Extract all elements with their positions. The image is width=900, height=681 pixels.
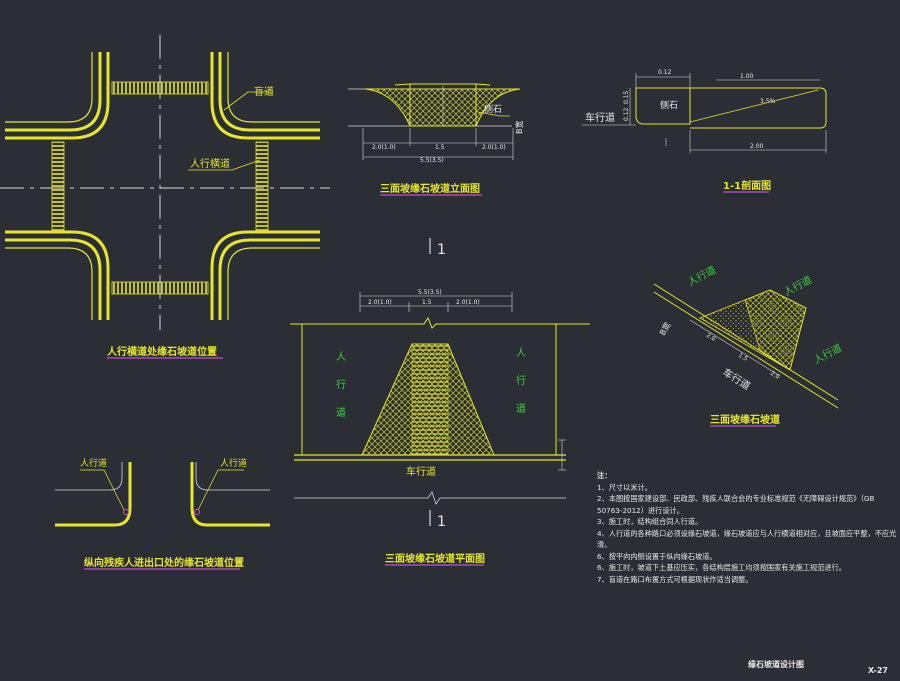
plan-carriageway-label: 车行道 [406, 465, 436, 478]
plan-sidewalk-right-1: 人 [516, 347, 526, 359]
note-6: 6、施工时，坡道下土基应压实，各结构层施工均须按国家有关施工规范进行。 [597, 563, 846, 572]
plan-title-crossing: 人行横道处缘石坡道位置 [107, 345, 217, 358]
entrance-ramp-detail: 人行道 人行道 纵向残疾人进出口处的缘石坡道位置 [55, 457, 270, 570]
plan-sidewalk-left-2: 行 [336, 378, 346, 391]
iso-dim-c: 2.0 [769, 370, 781, 381]
section-1-1: 0.12 1.00 3.5% 侧石 车行道 0.12 0.15 2.00 1-1… [582, 69, 827, 193]
plan-ramp-title: 三面坡缘石坡道平面图 [385, 552, 485, 565]
elev-dim-mid: 1.5 [435, 144, 445, 151]
plan-sidewalk-left-3: 道 [336, 406, 346, 419]
curb-label: 侧石 [484, 103, 502, 115]
note-2: 2、本图按国家建设部、民政部、残疾人联合会的专业标准规范《无障碍设计规范》（GB… [597, 494, 875, 515]
elev-dim-total: 5.5(3.5) [420, 157, 444, 164]
iso-dim-a: 2.0 [705, 332, 717, 343]
entrance-title: 纵向残疾人进出口处的缘石坡道位置 [84, 556, 244, 569]
entrance-sidewalk-left: 人行道 [80, 457, 107, 469]
elev-dim-left: 2.0(1.0) [372, 144, 396, 151]
iso-title: 三面坡缘石坡道 [710, 413, 780, 426]
sec-dim-len: 1.00 [740, 73, 754, 80]
note-7: 7、盲道在路口布置方式可根据现状作适当调整。 [597, 574, 753, 584]
notes-block: 注： 1、尺寸以米计。 2、本图按国家建设部、民政部、残疾人联合会的专业标准规范… [597, 470, 897, 585]
plan-dim-left: 2.0(1.0) [368, 299, 392, 306]
section-title: 1-1剖面图 [723, 179, 771, 192]
plan-sidewalk-right-3: 道 [516, 402, 526, 415]
drawing-title: 缘石坡道设计图 [748, 659, 804, 669]
crossroad-plan: 盲道 人行横道 人行横道处缘石坡道位置 [0, 35, 330, 359]
sheet-number: X-27 [868, 666, 888, 675]
sec-dim-h2: 0.15 [623, 90, 630, 104]
section-carriageway-label: 车行道 [585, 111, 615, 124]
note-4: 4、人行道的各种路口必须设缘石坡道，缘石坡道应与人行横道相对应，且坡面应平整，不… [597, 528, 897, 550]
iso-sidewalk-label-3: 人行道 [811, 341, 844, 367]
sec-dim-slope: 3.5% [760, 98, 776, 105]
ramp-plan-view: 5.5(3.5) 2.0(1.0) 1.5 2.0(1.0) 人 行 道 人 行… [290, 289, 590, 566]
plan-sidewalk-right-2: 行 [516, 374, 526, 387]
plan-dim-mid: 1.5 [422, 299, 432, 306]
ramp-isometric: 2.0 1.5 2.0 人行道 人行道 人行道 车行道 B宽 三面坡缘石坡道 [653, 263, 844, 427]
iso-dim-b: 1.5 [737, 352, 749, 363]
sidewalk-crossing-label: 人行横道 [190, 157, 230, 170]
iso-width-dim: B宽 [657, 320, 672, 337]
iso-sidewalk-label-2: 人行道 [781, 273, 814, 299]
notes-heading: 注： [597, 471, 612, 480]
sec-dim-h1: 0.12 [623, 107, 630, 121]
elevation-view: 侧石 2.0(1.0) 1.5 2.0(1.0) 5.5(3.5) B宽 三面坡… [348, 83, 524, 196]
plan-dim-right: 2.0(1.0) [456, 299, 480, 306]
sec-dim-top: 0.12 [658, 69, 672, 76]
iso-carriageway-label: 车行道 [720, 366, 752, 393]
elev-dim-right: 2.0(1.0) [482, 144, 506, 151]
note-3: 3、施工时，结构组合同人行道。 [597, 517, 703, 526]
entrance-sidewalk-right: 人行道 [220, 457, 247, 469]
note-5: 6、按平向内侧设置于纵向缘石坡道。 [597, 551, 717, 561]
sec-dim-bottom: 2.00 [750, 143, 764, 150]
plan-dim-total: 5.5(3.5) [418, 289, 442, 296]
plan-sidewalk-left-1: 人 [336, 351, 346, 363]
iso-sidewalk-label-1: 人行道 [685, 263, 718, 289]
section-mark-top: 1 [437, 242, 446, 258]
elev-width-dim: B宽 [514, 121, 524, 135]
blind-path-label: 盲道 [254, 85, 274, 98]
section-mark-bottom: 1 [437, 514, 446, 530]
note-1: 1、尺寸以米计。 [597, 482, 652, 492]
section-curb-label: 侧石 [660, 99, 678, 111]
elev-title: 三面坡缘石坡道立面图 [380, 182, 480, 195]
